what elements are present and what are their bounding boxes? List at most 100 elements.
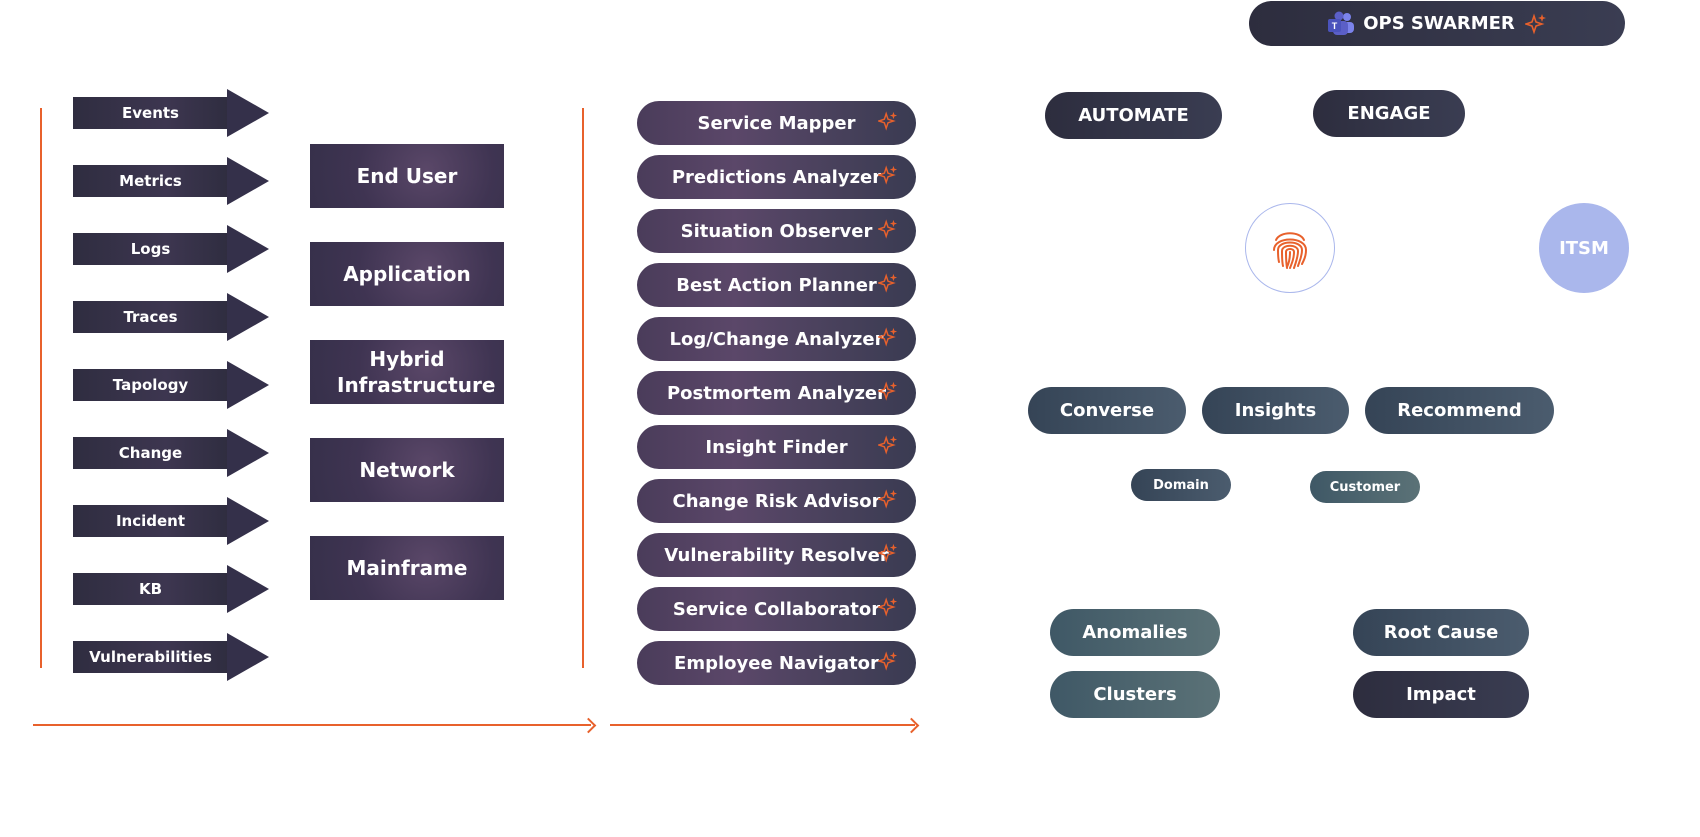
sparkle-icon bbox=[876, 111, 898, 131]
input-label: Change bbox=[73, 437, 228, 469]
input-arrow-logs[interactable]: Logs bbox=[73, 225, 270, 273]
sparkle-icon bbox=[876, 381, 898, 401]
impact-label: Impact bbox=[1406, 684, 1476, 705]
layer-label: End User bbox=[356, 164, 458, 188]
sparkle-icon bbox=[876, 435, 898, 455]
sparkle-icon bbox=[876, 597, 898, 617]
arrowhead bbox=[227, 429, 269, 477]
agent-pill-service-collaborator[interactable]: Service Collaborator bbox=[637, 587, 916, 631]
fingerprint-node[interactable] bbox=[1245, 203, 1335, 293]
input-label: Incident bbox=[73, 505, 228, 537]
agent-pill-best-action-planner[interactable]: Best Action Planner bbox=[637, 263, 916, 307]
teams-icon: T bbox=[1328, 11, 1355, 35]
arrowhead bbox=[227, 157, 269, 205]
agent-label: Change Risk Advisor bbox=[672, 490, 881, 512]
agent-pill-service-mapper[interactable]: Service Mapper bbox=[637, 101, 916, 145]
agent-label: Best Action Planner bbox=[676, 274, 877, 296]
input-arrow-kb[interactable]: KB bbox=[73, 565, 270, 613]
ops-swarmer-pill[interactable]: T OPS SWARMER bbox=[1249, 1, 1625, 46]
layer-box-application[interactable]: Application bbox=[310, 242, 504, 306]
agent-pill-log-change-analyzer[interactable]: Log/Change Analyzer bbox=[637, 317, 916, 361]
recommend-pill[interactable]: Recommend bbox=[1365, 387, 1554, 434]
agent-label: Postmortem Analyzer bbox=[666, 382, 887, 404]
customer-label: Customer bbox=[1329, 479, 1401, 495]
flow-line-2 bbox=[610, 724, 915, 726]
arrowhead bbox=[227, 89, 269, 137]
arrowhead bbox=[227, 633, 269, 681]
layer-label: Application bbox=[343, 262, 471, 286]
root-cause-label: Root Cause bbox=[1383, 622, 1499, 643]
ops-swarmer-label: OPS SWARMER bbox=[1363, 13, 1515, 34]
agent-label: Vulnerability Resolver bbox=[664, 544, 889, 566]
input-arrow-tapology[interactable]: Tapology bbox=[73, 361, 270, 409]
impact-pill[interactable]: Impact bbox=[1353, 671, 1529, 718]
agent-pill-employee-navigator[interactable]: Employee Navigator bbox=[637, 641, 916, 685]
input-arrow-change[interactable]: Change bbox=[73, 429, 270, 477]
automate-pill[interactable]: AUTOMATE bbox=[1045, 92, 1222, 139]
sparkle-icon bbox=[876, 219, 898, 239]
agent-label: Insight Finder bbox=[705, 436, 848, 458]
agent-pill-vulnerability-resolver[interactable]: Vulnerability Resolver bbox=[637, 533, 916, 577]
converse-label: Converse bbox=[1059, 400, 1155, 421]
agent-label: Situation Observer bbox=[680, 220, 873, 242]
agent-pill-predictions-analyzer[interactable]: Predictions Analyzer bbox=[637, 155, 916, 199]
agent-pill-situation-observer[interactable]: Situation Observer bbox=[637, 209, 916, 253]
arrowhead bbox=[227, 225, 269, 273]
input-label: KB bbox=[73, 573, 228, 605]
input-label: Logs bbox=[73, 233, 228, 265]
sparkle-icon bbox=[1524, 12, 1546, 35]
input-arrow-metrics[interactable]: Metrics bbox=[73, 157, 270, 205]
input-label: Metrics bbox=[73, 165, 228, 197]
root-cause-pill[interactable]: Root Cause bbox=[1353, 609, 1529, 656]
arrowhead bbox=[227, 293, 269, 341]
insights-pill[interactable]: Insights bbox=[1202, 387, 1349, 434]
agent-label: Service Mapper bbox=[697, 112, 856, 134]
arrowhead bbox=[227, 565, 269, 613]
arrowhead bbox=[227, 497, 269, 545]
itsm-label: ITSM bbox=[1559, 237, 1609, 259]
input-arrow-events[interactable]: Events bbox=[73, 89, 270, 137]
engage-pill[interactable]: ENGAGE bbox=[1313, 90, 1465, 137]
input-label: Traces bbox=[73, 301, 228, 333]
itsm-node[interactable]: ITSM bbox=[1539, 203, 1629, 293]
middle-bracket-line bbox=[582, 108, 584, 668]
domain-label: Domain bbox=[1153, 477, 1209, 493]
recommend-label: Recommend bbox=[1397, 400, 1522, 421]
layer-label: Mainframe bbox=[346, 556, 468, 580]
input-label: Vulnerabilities bbox=[73, 641, 228, 673]
engage-label: ENGAGE bbox=[1347, 103, 1431, 124]
input-arrow-vulnerabilities[interactable]: Vulnerabilities bbox=[73, 633, 270, 681]
layer-label: Network bbox=[359, 458, 455, 482]
clusters-pill[interactable]: Clusters bbox=[1050, 671, 1220, 718]
layer-label: Hybrid Infrastructure bbox=[337, 347, 496, 397]
layer-box-hybrid-infrastructure[interactable]: Hybrid Infrastructure bbox=[310, 340, 504, 404]
input-label: Tapology bbox=[73, 369, 228, 401]
sparkle-icon bbox=[876, 327, 898, 347]
sparkle-icon bbox=[876, 273, 898, 293]
anomalies-pill[interactable]: Anomalies bbox=[1050, 609, 1220, 656]
input-arrow-traces[interactable]: Traces bbox=[73, 293, 270, 341]
arrowhead bbox=[227, 361, 269, 409]
sparkle-icon bbox=[876, 489, 898, 509]
fingerprint-icon bbox=[1273, 232, 1308, 269]
converse-pill[interactable]: Converse bbox=[1028, 387, 1186, 434]
agent-pill-postmortem-analyzer[interactable]: Postmortem Analyzer bbox=[637, 371, 916, 415]
layer-box-end-user[interactable]: End User bbox=[310, 144, 504, 208]
svg-text:T: T bbox=[1332, 21, 1338, 31]
flow-arrowhead-1 bbox=[580, 717, 597, 734]
agent-label: Predictions Analyzer bbox=[671, 166, 882, 188]
agent-label: Service Collaborator bbox=[672, 598, 881, 620]
agent-pill-insight-finder[interactable]: Insight Finder bbox=[637, 425, 916, 469]
customer-pill[interactable]: Customer bbox=[1310, 471, 1420, 503]
input-arrow-incident[interactable]: Incident bbox=[73, 497, 270, 545]
layer-box-mainframe[interactable]: Mainframe bbox=[310, 536, 504, 600]
automate-label: AUTOMATE bbox=[1078, 105, 1189, 126]
left-bracket-line bbox=[40, 108, 42, 668]
agent-pill-change-risk-advisor[interactable]: Change Risk Advisor bbox=[637, 479, 916, 523]
domain-pill[interactable]: Domain bbox=[1131, 469, 1231, 501]
agent-label: Employee Navigator bbox=[674, 652, 879, 674]
anomalies-label: Anomalies bbox=[1082, 622, 1188, 643]
layer-box-network[interactable]: Network bbox=[310, 438, 504, 502]
agent-label: Log/Change Analyzer bbox=[669, 328, 884, 350]
sparkle-icon bbox=[876, 543, 898, 563]
